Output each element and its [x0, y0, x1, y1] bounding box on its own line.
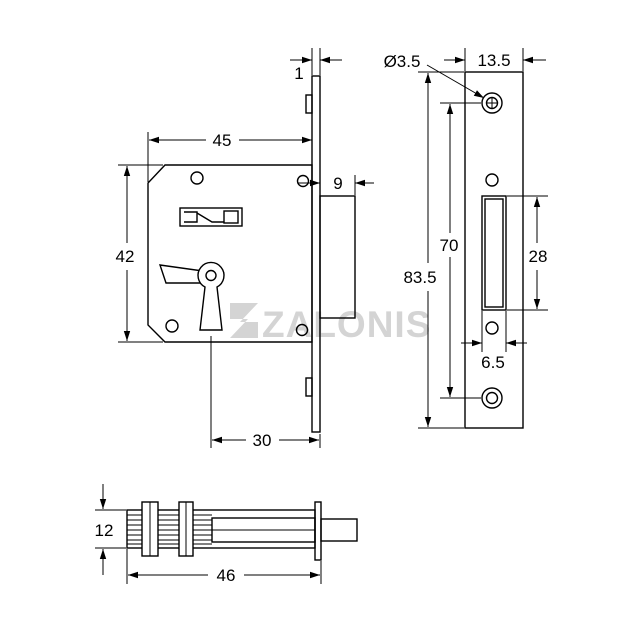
dim-screw-hole: Ø3.5	[384, 52, 485, 99]
dim-70-label: 70	[440, 236, 459, 255]
dim-13-5-label: 13.5	[477, 51, 510, 70]
keyhole-ring	[205, 269, 217, 282]
top-view-bolt	[320, 518, 358, 542]
front-view: 1 45 9 42 30	[116, 48, 374, 450]
rivet-bottom-left	[165, 319, 179, 333]
lever-pack	[127, 514, 212, 545]
watermark: ZALONIS	[230, 303, 431, 345]
dim-1-label: 1	[294, 64, 303, 83]
forend-lug-bottom	[305, 377, 313, 397]
follower-hole-top	[485, 173, 499, 187]
dim-case-thickness: 12	[95, 484, 126, 575]
dim-3-5-diameter-label: Ø3.5	[384, 52, 421, 71]
screw-hole-top-outer	[481, 92, 503, 114]
bolt-opening-inner	[484, 198, 504, 308]
dim-46-label: 46	[217, 566, 236, 585]
forend-lug-top	[305, 94, 313, 114]
dim-keyhole-to-face: 30	[210, 336, 321, 450]
screw-hole-bottom-inner	[485, 391, 499, 405]
dim-45-label: 45	[213, 131, 232, 150]
dim-9-label: 9	[333, 174, 342, 193]
dim-30-label: 30	[253, 431, 272, 450]
dim-bolt-height: 28	[507, 195, 548, 311]
keyhole	[197, 261, 225, 331]
top-view: 12 46	[95, 484, 358, 585]
deadbolt	[319, 195, 356, 319]
rivet-bottom-right	[295, 323, 309, 337]
watermark-text: ZALONIS	[262, 304, 431, 345]
dim-83-5-label: 83.5	[403, 268, 436, 287]
lever-gate-ramp	[196, 212, 224, 223]
zalonis-logo-icon	[230, 303, 258, 338]
dim-3-5-diameter-leader	[426, 64, 485, 99]
dim-28-label: 28	[529, 247, 548, 266]
forend-face-outline	[464, 71, 524, 429]
lever-gate-notch-right	[223, 210, 239, 224]
dim-forend-width: 13.5	[444, 48, 546, 71]
follower-hole-bottom	[485, 321, 499, 335]
screw-hole-bottom	[481, 387, 503, 409]
dim-bolt-width: 6.5	[461, 311, 527, 372]
lever-gate-frame	[179, 207, 243, 227]
dim-case-width: 45	[147, 131, 312, 182]
dim-6-5-label: 6.5	[481, 353, 505, 372]
lever-gate	[179, 207, 243, 227]
dim-12-label: 12	[95, 521, 114, 540]
dim-forend-length: 83.5	[403, 71, 464, 429]
lever-gate-notch-left	[184, 211, 198, 223]
dim-forend-thickness: 1	[290, 48, 342, 83]
screw-hole-bottom-outer	[481, 387, 503, 409]
dim-screw-centres: 70	[440, 102, 481, 399]
dim-bolt-throw: 9	[298, 174, 374, 195]
dim-case-height: 42	[116, 164, 163, 343]
rivet-top-left	[190, 171, 204, 185]
bolt-opening	[481, 195, 507, 311]
rivet-top-right	[296, 174, 310, 188]
forend-face-view: Ø3.5 13.5 83.5 70	[384, 48, 548, 429]
dim-overall-depth: 46	[126, 549, 322, 585]
screw-hole-top	[481, 92, 503, 114]
dim-42-label: 42	[116, 247, 135, 266]
